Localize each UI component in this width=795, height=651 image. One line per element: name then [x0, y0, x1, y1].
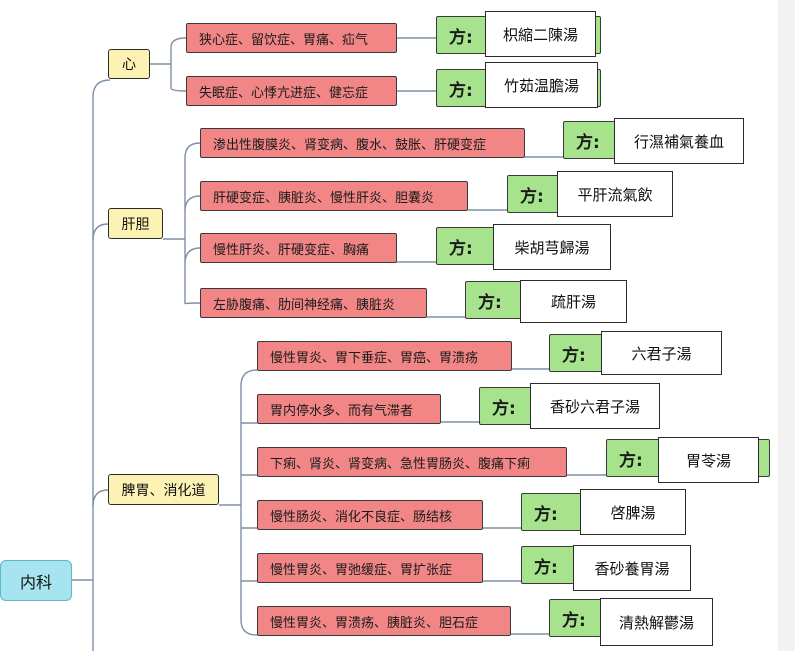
category-heart[interactable]: 心	[108, 49, 150, 79]
prescription-label: 香砂養胃湯	[594, 559, 670, 578]
prescription-node[interactable]: 行濕補氣養血	[614, 118, 744, 164]
connector-cat2-bus	[163, 142, 201, 305]
symptom-node[interactable]: 狭心症、留饮症、胃痛、疝气	[186, 23, 397, 53]
connector-root-trunk-up	[92, 79, 111, 580]
symptom-node[interactable]: 渗出性腹膜炎、肾变病、腹水、鼓胀、肝硬变症	[200, 128, 525, 158]
symptom-label: 慢性肝炎、肝硬变症、胸痛	[213, 242, 370, 258]
connector-cat3-bus	[219, 369, 258, 636]
scrollbar-track[interactable]	[778, 0, 795, 651]
prescription-label: 啓脾湯	[610, 503, 656, 522]
prescription-node[interactable]: 啓脾湯	[580, 489, 686, 535]
prescription-node[interactable]: 竹茹温膽湯	[485, 62, 598, 108]
prescription-label: 柴胡芎歸湯	[514, 238, 590, 257]
symptom-node[interactable]: 肝硬变症、胰脏炎、慢性肝炎、胆囊炎	[200, 181, 468, 211]
symptom-node[interactable]: 慢性肠炎、消化不良症、肠结核	[257, 500, 483, 530]
prescription-label: 竹茹温膽湯	[503, 76, 579, 95]
prescription-node[interactable]: 六君子湯	[601, 331, 722, 375]
symptom-node[interactable]: 下痢、肾炎、肾变病、急性胃肠炎、腹痛下痢	[257, 447, 567, 477]
symptom-node[interactable]: 慢性胃炎、胃溃疡、胰脏炎、胆石症	[257, 606, 511, 636]
prescription-node[interactable]: 香砂六君子湯	[530, 383, 660, 429]
prescription-label: 清熱解鬱湯	[618, 613, 694, 632]
symptom-label: 慢性胃炎、胃溃疡、胰脏炎、胆石症	[270, 615, 479, 631]
symptom-label: 左胁腹痛、肋间神经痛、胰脏炎	[213, 297, 396, 313]
prescription-node[interactable]: 胃苓湯	[658, 437, 759, 483]
symptom-node[interactable]: 慢性胃炎、胃下垂症、胃癌、胃溃疡	[257, 341, 512, 371]
fang-label: 方:	[576, 132, 600, 153]
prescription-label: 疏肝湯	[550, 293, 596, 311]
symptom-label: 肝硬变症、胰脏炎、慢性肝炎、胆囊炎	[213, 190, 435, 206]
symptom-label: 慢性肠炎、消化不良症、肠结核	[270, 509, 453, 525]
category-label: 肝胆	[121, 216, 150, 233]
fang-label: 方:	[478, 292, 502, 313]
prescription-node[interactable]: 疏肝湯	[520, 280, 627, 323]
prescription-node[interactable]: 柴胡芎歸湯	[493, 224, 611, 270]
fang-label: 方:	[562, 345, 586, 366]
prescription-label: 平肝流氣飲	[577, 185, 653, 204]
fang-label: 方:	[492, 398, 516, 419]
category-label: 脾胃、消化道	[121, 482, 206, 499]
symptom-node[interactable]: 慢性肝炎、肝硬变症、胸痛	[200, 233, 397, 263]
prescription-label: 胃苓湯	[685, 451, 731, 470]
symptom-node[interactable]: 慢性胃炎、胃弛缓症、胃扩张症	[257, 553, 483, 583]
connector-trunk-cat-2	[92, 489, 109, 507]
symptom-node[interactable]: 失眠症、心悸亢进症、健忘症	[186, 76, 397, 106]
symptom-label: 失眠症、心悸亢进症、健忘症	[199, 85, 369, 101]
fang-label: 方:	[520, 186, 544, 207]
root-label: 内科	[19, 572, 52, 592]
category-spleen-stomach[interactable]: 脾胃、消化道	[108, 474, 219, 505]
fang-label: 方:	[534, 557, 558, 578]
symptom-label: 渗出性腹膜炎、肾变病、腹水、鼓胀、肝硬变症	[213, 137, 487, 153]
symptom-label: 胃内停水多、而有气滞者	[270, 403, 414, 419]
fang-label: 方:	[534, 504, 558, 525]
fang-label: 方:	[449, 80, 473, 101]
symptom-label: 慢性胃炎、胃下垂症、胃癌、胃溃疡	[270, 350, 479, 366]
symptom-label: 慢性胃炎、胃弛缓症、胃扩张症	[270, 562, 453, 578]
prescription-node[interactable]: 清熱解鬱湯	[600, 598, 713, 646]
category-label: 心	[122, 57, 136, 73]
root-node[interactable]: 内科	[0, 560, 72, 601]
fang-label: 方:	[619, 450, 643, 471]
prescription-node[interactable]: 枳縮二陳湯	[485, 11, 596, 57]
prescription-label: 枳縮二陳湯	[502, 25, 578, 44]
prescription-label: 香砂六君子湯	[549, 397, 640, 416]
prescription-label: 行濕補氣養血	[633, 132, 724, 151]
connector-trunk-cat-1	[92, 223, 109, 241]
prescription-node[interactable]: 平肝流氣飲	[557, 171, 673, 217]
symptom-node[interactable]: 胃内停水多、而有气滞者	[257, 394, 441, 424]
symptom-node[interactable]: 左胁腹痛、肋间神经痛、胰脏炎	[200, 288, 427, 318]
category-liver-gallbladder[interactable]: 肝胆	[108, 208, 163, 239]
prescription-label: 六君子湯	[631, 344, 692, 363]
fang-label: 方:	[562, 610, 586, 631]
symptom-label: 下痢、肾炎、肾变病、急性胃肠炎、腹痛下痢	[270, 456, 531, 472]
symptom-label: 狭心症、留饮症、胃痛、疝气	[199, 32, 369, 48]
fang-label: 方:	[449, 27, 473, 48]
prescription-node[interactable]: 香砂養胃湯	[573, 545, 691, 591]
fang-label: 方:	[449, 238, 473, 259]
connector-root-trunk	[72, 579, 94, 651]
connector-cat1-bus	[150, 37, 187, 92]
